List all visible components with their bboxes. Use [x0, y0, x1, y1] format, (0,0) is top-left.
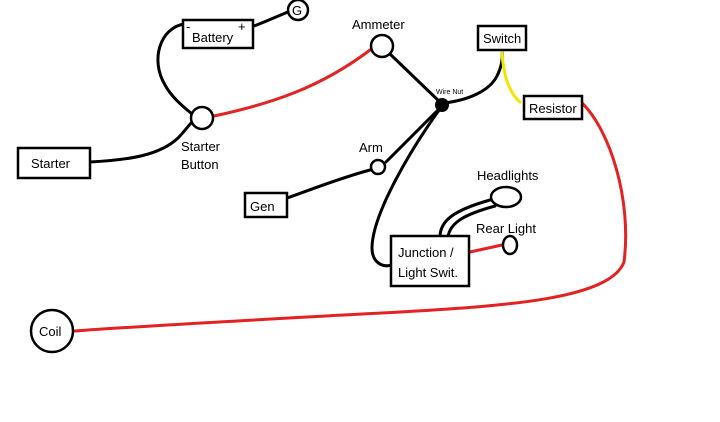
arm-label: Arm [359, 140, 383, 155]
gen-label: Gen [250, 199, 275, 214]
coil: Coil [29, 308, 75, 354]
wire-resistor-coil [73, 101, 628, 333]
battery-minus-terminal: - [186, 19, 190, 34]
wire-junction-rearlight [468, 243, 504, 254]
coil-label: Coil [39, 324, 62, 339]
battery-label: Battery [192, 30, 234, 45]
battery: Battery - + [181, 18, 255, 50]
headlights-label: Headlights [477, 168, 539, 183]
wire-junction-headlights-1 [438, 198, 492, 239]
battery-plus-terminal: + [238, 19, 246, 34]
starter-button-label-line1: Starter [181, 139, 221, 154]
wire-battery-ground [252, 10, 290, 28]
ground-node: G [286, 0, 310, 22]
switch: Switch [476, 24, 528, 52]
ground-label: G [292, 3, 302, 18]
starter-label: Starter [31, 156, 71, 171]
wire-switch-resistor [500, 50, 522, 104]
wire-nut-label: Wire Nut [436, 89, 463, 96]
switch-label: Switch [483, 31, 521, 46]
resistor-label: Resistor [529, 101, 577, 116]
junction-label-line1: Junction / [398, 245, 454, 260]
starter: Starter [16, 146, 92, 180]
resistor: Resistor [522, 94, 584, 121]
wire-ammeter-wirenut [388, 52, 444, 106]
junction-label-line2: Light Swit. [398, 265, 458, 280]
wire-battery-starter-button [156, 22, 194, 116]
rear-light-label: Rear Light [476, 221, 536, 236]
rear-light: Rear Light [476, 221, 536, 256]
generator: Gen [243, 191, 289, 219]
wire-starter-button-ammeter [212, 48, 372, 118]
wires [73, 10, 628, 333]
wire-wirenut-junction [370, 104, 444, 268]
headlights: Headlights [477, 168, 539, 209]
wire-arm-gen [285, 168, 372, 200]
arm-terminal: Arm [359, 140, 387, 176]
starter-button-label-line2: Button [181, 157, 219, 172]
wire-wirenut-arm [384, 104, 444, 164]
ammeter: Ammeter [352, 17, 405, 59]
wire-nut: Wire Nut [435, 89, 463, 112]
wire-starter-starter-button [88, 120, 194, 164]
ammeter-label: Ammeter [352, 17, 405, 32]
wire-junction-headlights-2 [446, 204, 497, 239]
junction-light-switch: Junction / Light Swit. [389, 234, 471, 288]
starter-button: Starter Button [181, 105, 221, 172]
